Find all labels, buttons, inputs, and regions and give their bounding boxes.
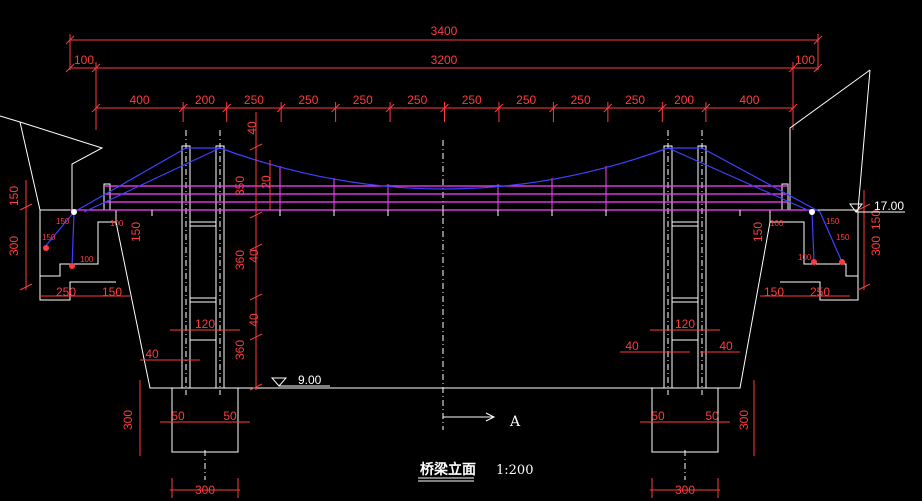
span-tick-slash — [440, 103, 449, 113]
overall-length-label: 3400 — [431, 24, 458, 38]
foot-l-b-label: 50 — [223, 409, 237, 423]
top-dimension-lines — [65, 34, 823, 130]
tiny-l-3: 150 — [42, 233, 56, 242]
section-mark — [443, 412, 496, 422]
abut-left-b-dim: 300 — [7, 236, 21, 256]
col-right-label: 40 — [625, 339, 639, 353]
tiny-r-2: 100 — [798, 253, 812, 262]
drawing-title: 桥梁立面 — [420, 461, 476, 478]
elevation-markers — [270, 203, 905, 387]
hangers — [279, 166, 607, 210]
tower-mid-b-dim: 40 — [247, 249, 261, 263]
span-tick-slash — [657, 103, 667, 113]
span-label: 250 — [407, 93, 427, 107]
anchor-points — [43, 209, 845, 269]
end-left-label: 100 — [74, 53, 94, 67]
foundation-left-dim: 300 — [121, 410, 135, 430]
sag-dim: 350 — [233, 176, 247, 196]
main-length-label: 3200 — [431, 53, 458, 67]
foot-width-right-label: 300 — [675, 483, 695, 497]
span-tick-slash — [91, 103, 101, 113]
abut-l-a-label: 250 — [56, 285, 76, 299]
water-elevation-label: 9.00 — [298, 373, 322, 387]
tiny-l-2: 100 — [80, 255, 94, 264]
abut-right-b-dim: 300 — [869, 236, 883, 256]
foundation-right-dim: 300 — [737, 410, 751, 430]
hanger-dim: 20 — [259, 175, 273, 189]
span-label: 400 — [739, 93, 759, 107]
span-tick-slash — [701, 103, 711, 113]
span-label: 400 — [130, 93, 150, 107]
end-right-label: 100 — [795, 53, 815, 67]
span-label: 250 — [244, 93, 264, 107]
tiny-l-0: 150 — [56, 217, 70, 226]
span-tick-slash — [222, 103, 232, 113]
span-tick-slash — [178, 103, 188, 113]
tower-low-b-dim: 40 — [247, 313, 261, 327]
foot-r-a-label: 50 — [651, 409, 665, 423]
span-label: 200 — [674, 93, 694, 107]
drawing-scale: 1:200 — [496, 463, 533, 478]
abut-r-a-label: 150 — [764, 285, 784, 299]
abut-right-a-dim: 150 — [869, 210, 883, 230]
span-label: 250 — [298, 93, 318, 107]
span-tick-slash — [331, 103, 340, 113]
tower-mid-dim: 360 — [233, 250, 247, 270]
span-label: 250 — [462, 93, 482, 107]
foot-l-a-label: 50 — [171, 409, 185, 423]
span-label: 250 — [625, 93, 645, 107]
tower-low-dim: 360 — [233, 340, 247, 360]
span-tick-slash — [603, 103, 613, 113]
span-label: 250 — [516, 93, 536, 107]
span-tick-slash — [385, 103, 395, 113]
span-label: 250 — [353, 93, 373, 107]
deck-ticks — [151, 210, 741, 216]
tower-width-left-label: 120 — [195, 317, 215, 331]
deck-elevation-label: 17.00 — [874, 199, 904, 213]
span-tick-slash — [549, 103, 558, 113]
span-label: 250 — [571, 93, 591, 107]
abut-r-b-label: 250 — [810, 285, 830, 299]
tower-width-right-label: 120 — [675, 317, 695, 331]
abutments — [0, 69, 871, 453]
section-mark-label: A — [509, 414, 521, 430]
centerlines — [185, 130, 703, 480]
foot-r-b-label: 50 — [705, 409, 719, 423]
tiny-l-1: 100 — [110, 219, 124, 228]
col-left-label: 40 — [145, 347, 159, 361]
abut-l-b-label: 150 — [102, 285, 122, 299]
tower-top-dim: 40 — [245, 121, 259, 135]
foot-width-left-label: 300 — [195, 483, 215, 497]
anchor-left-dim: 150 — [129, 222, 143, 242]
tiny-r-1: 100 — [770, 219, 784, 228]
tiny-r-3: 150 — [836, 233, 850, 242]
tiny-r-0: 150 — [826, 217, 840, 226]
deck — [70, 185, 818, 211]
span-label: 200 — [195, 93, 215, 107]
span-tick-slash — [788, 103, 798, 113]
abut-left-a-dim: 150 — [7, 186, 21, 206]
span-tick-slash — [494, 103, 504, 113]
anchor-right-dim: 150 — [751, 222, 765, 242]
cables — [43, 147, 843, 269]
col-right-b-label: 40 — [719, 339, 733, 353]
vertical-dimension-lines — [19, 112, 871, 498]
span-tick-slash — [276, 103, 286, 113]
